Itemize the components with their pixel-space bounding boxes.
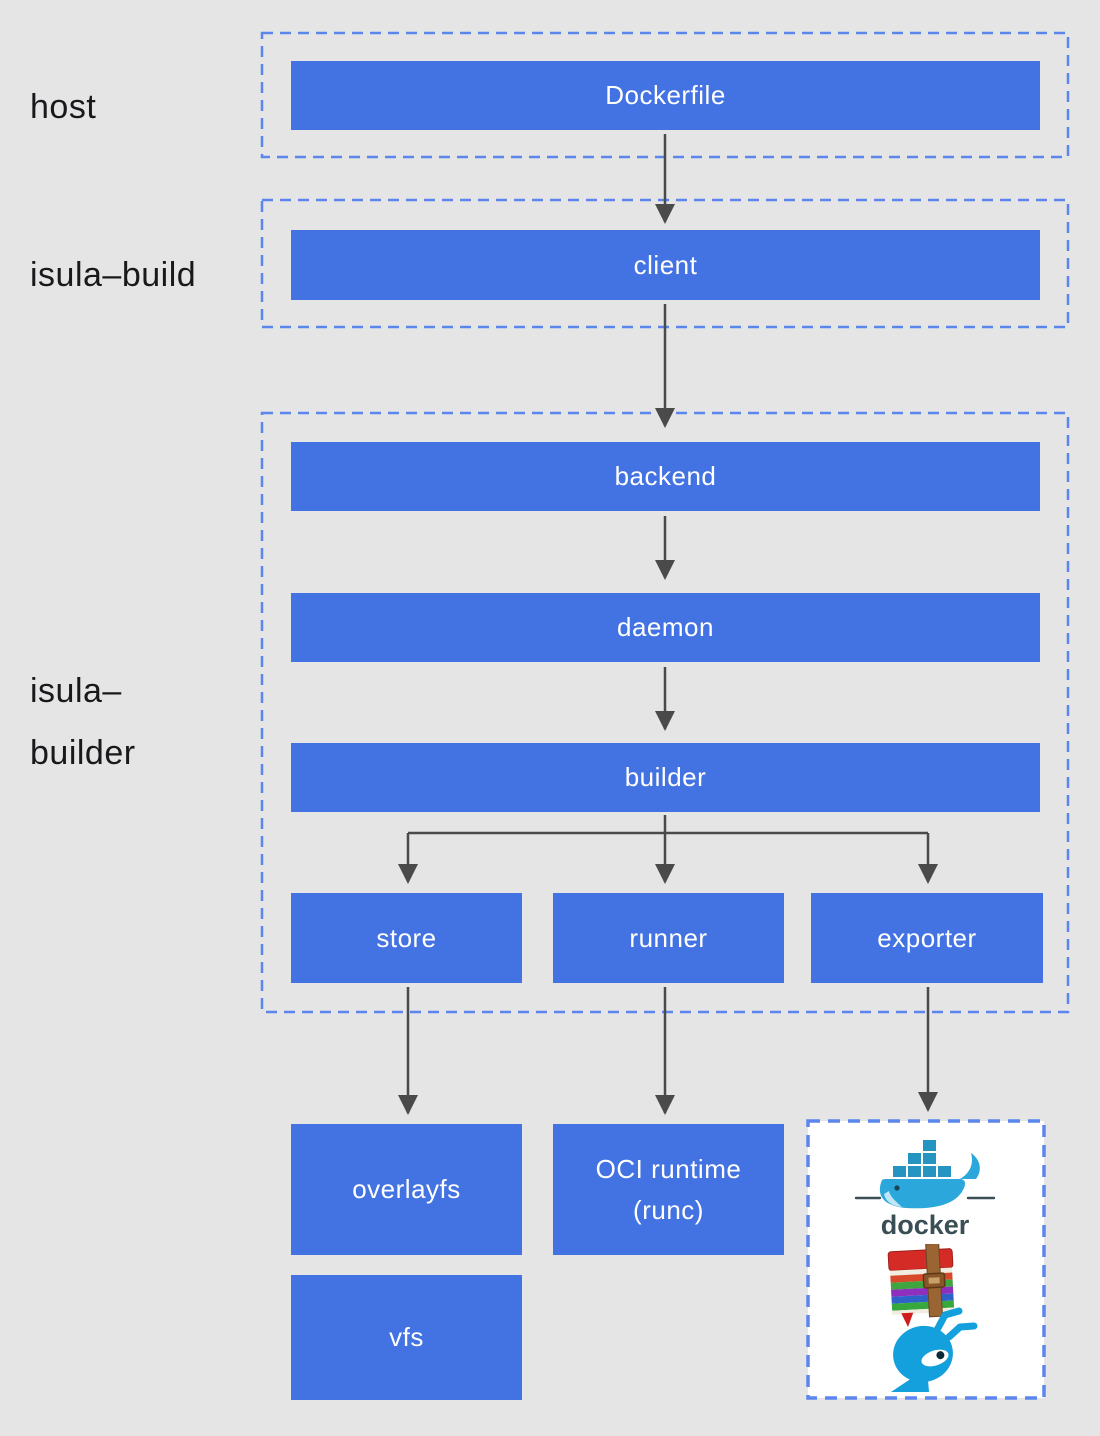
node-client-label: client [633,249,698,280]
node-builder-label: builder [624,762,707,793]
label-isula-builder-line1: isula– [30,672,122,710]
node-backend: backend [291,442,1040,511]
label-isula-builder: isula– builder [30,660,136,784]
docker-whale-icon: docker [854,1140,996,1240]
node-store-label: store [376,922,437,953]
node-dockerfile-label: Dockerfile [605,80,726,111]
isula-ant-icon [891,1307,978,1392]
node-builder: builder [291,743,1040,812]
node-backend-label: backend [614,461,717,492]
node-vfs: vfs [291,1275,522,1400]
label-isula-builder-line2: builder [30,734,136,772]
node-oci-runtime: OCI runtime (runc) [553,1124,784,1255]
node-oci-runtime-line1: OCI runtime [595,1154,742,1185]
node-overlayfs-label: overlayfs [352,1174,461,1205]
node-runner-label: runner [629,922,708,953]
node-daemon: daemon [291,593,1040,662]
node-store: store [291,893,522,983]
docker-wordmark: docker [881,1210,970,1240]
node-daemon-label: daemon [617,612,714,643]
label-host: host [30,88,97,126]
node-oci-runtime-line2: (runc) [633,1194,704,1225]
winrar-archive-icon [887,1244,955,1327]
label-isula-build: isula–build [30,256,197,294]
node-client: client [291,230,1040,300]
node-exporter-label: exporter [877,922,977,953]
node-runner: runner [553,893,784,983]
node-exporter: exporter [811,893,1043,983]
node-overlayfs: overlayfs [291,1124,522,1255]
node-dockerfile: Dockerfile [291,61,1040,130]
node-vfs-label: vfs [389,1322,424,1353]
